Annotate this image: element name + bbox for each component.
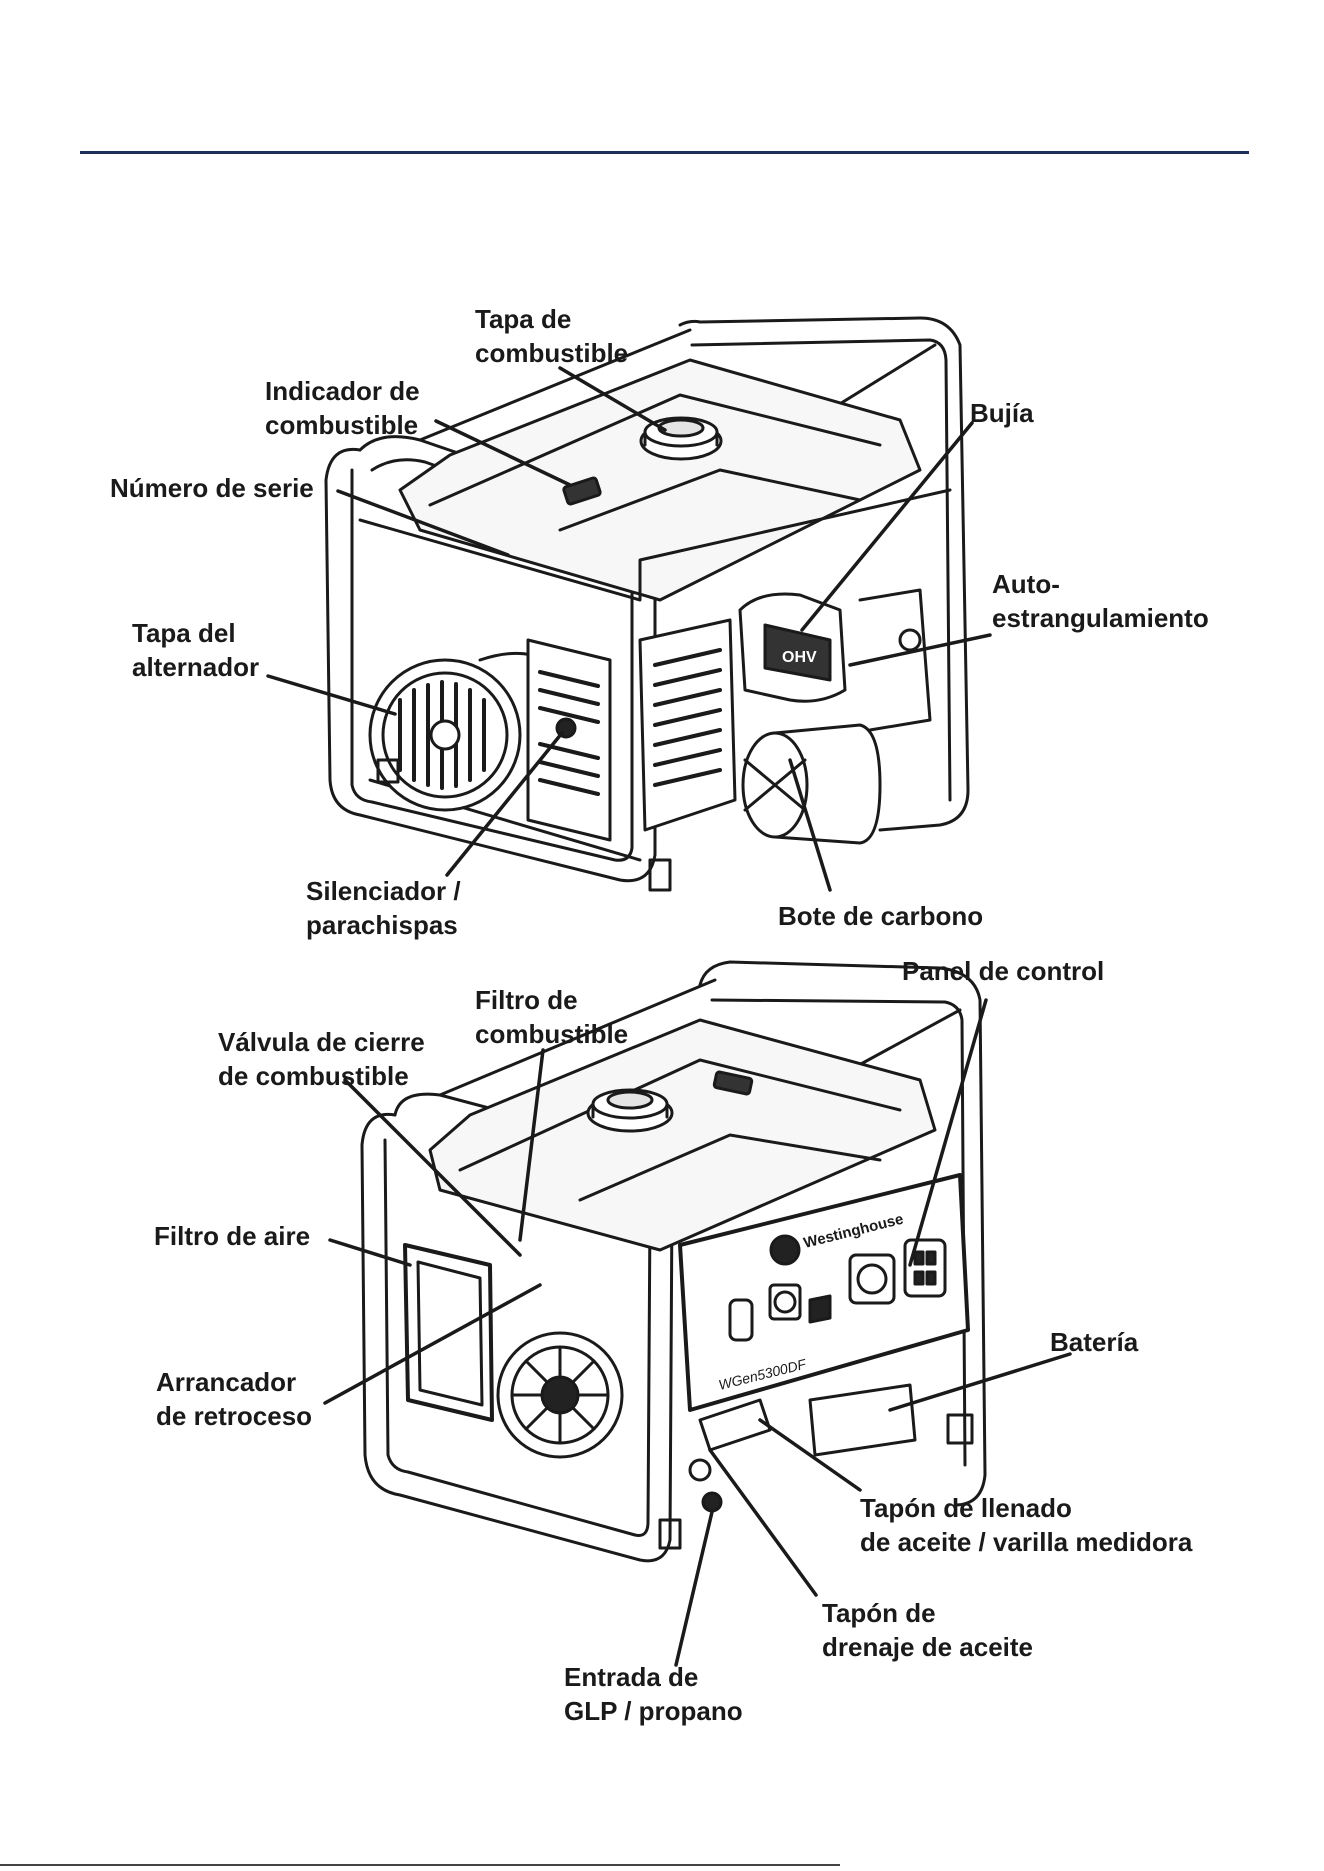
leader-fuel-valve xyxy=(343,1078,522,1257)
leader-spark-plug xyxy=(800,421,974,632)
label-line: Panel de control xyxy=(902,956,1105,986)
label-control-panel: Panel de control xyxy=(902,954,1104,988)
label-line: Entrada de xyxy=(564,1662,699,1692)
leader-fuel-cap-top xyxy=(558,366,667,432)
label-oil-drain: Tapón de drenaje de aceite xyxy=(822,1596,1033,1664)
label-fuel-valve: Válvula de cierre de combustible xyxy=(218,1025,425,1093)
label-oil-fill: Tapón de llenado de aceite / varilla med… xyxy=(860,1491,1192,1559)
label-line: Tapón de llenado xyxy=(860,1493,1072,1523)
header-rule xyxy=(80,151,1249,154)
label-line: Bote de carbono xyxy=(778,901,984,931)
label-fuel-gauge: Indicador de combustible xyxy=(265,374,420,442)
leader-air-filter xyxy=(328,1238,412,1267)
label-battery: Batería xyxy=(1050,1325,1138,1359)
label-line: Número de serie xyxy=(110,473,314,503)
label-fuel-cap: Tapa de combustible xyxy=(475,302,628,370)
generator-top-view: OHV xyxy=(324,316,970,892)
leader-lpg-inlet xyxy=(674,1510,714,1667)
label-line: combustible xyxy=(475,338,629,368)
label-line: Válvula de cierre xyxy=(218,1027,425,1057)
label-line: Bujía xyxy=(970,398,1034,428)
leader-oil-drain xyxy=(708,1448,818,1597)
label-line: de retroceso xyxy=(156,1401,313,1431)
label-auto-choke: Auto- estrangulamiento xyxy=(992,567,1209,635)
label-line: Filtro de aire xyxy=(154,1221,311,1251)
label-line: de combustible xyxy=(218,1061,409,1091)
label-carbon-canister: Bote de carbono xyxy=(778,899,983,933)
label-spark-plug: Bujía xyxy=(970,396,1034,430)
label-line: alternador xyxy=(132,652,260,682)
leader-carbon-canister xyxy=(788,758,832,892)
generator-bottom-view: Westinghouse WGen5300DF xyxy=(360,960,987,1563)
leader-fuel-gauge xyxy=(434,419,572,487)
label-recoil-starter: Arrancador de retroceso xyxy=(156,1365,312,1433)
leader-fuel-filter xyxy=(518,1048,545,1242)
label-line: Batería xyxy=(1050,1327,1139,1357)
leader-recoil-starter xyxy=(323,1283,542,1405)
leader-battery xyxy=(888,1352,1072,1412)
leader-oil-fill xyxy=(758,1418,862,1492)
label-air-filter: Filtro de aire xyxy=(154,1219,310,1253)
label-line: estrangulamiento xyxy=(992,603,1209,633)
label-line: Filtro de xyxy=(475,985,578,1015)
label-muffler: Silenciador / parachispas xyxy=(306,874,461,942)
label-line: de aceite / varilla medidora xyxy=(860,1527,1193,1557)
label-lpg-inlet: Entrada de GLP / propano xyxy=(564,1660,743,1728)
leader-alternator xyxy=(266,674,397,716)
label-line: combustible xyxy=(475,1019,629,1049)
label-line: GLP / propano xyxy=(564,1696,743,1726)
label-line: Arrancador xyxy=(156,1367,297,1397)
label-line: combustible xyxy=(265,410,419,440)
label-fuel-filter: Filtro de combustible xyxy=(475,983,628,1051)
label-line: drenaje de aceite xyxy=(822,1632,1033,1662)
leader-control-panel xyxy=(908,998,988,1267)
label-line: Indicador de xyxy=(265,376,420,406)
label-line: parachispas xyxy=(306,910,458,940)
footer-rule xyxy=(0,1864,840,1866)
label-line: Tapa de xyxy=(475,304,572,334)
label-line: Auto- xyxy=(992,569,1060,599)
label-alternator-cover: Tapa del alternador xyxy=(132,616,259,684)
label-serial-number: Número de serie xyxy=(110,471,314,505)
label-line: Silenciador / xyxy=(306,876,461,906)
leader-auto-choke xyxy=(848,633,992,667)
ohv-badge: OHV xyxy=(782,649,817,666)
leader-lines xyxy=(266,366,1072,1667)
leader-serial-number xyxy=(336,489,510,557)
label-line: Tapón de xyxy=(822,1598,936,1628)
leader-muffler xyxy=(445,731,564,877)
label-line: Tapa del xyxy=(132,618,236,648)
